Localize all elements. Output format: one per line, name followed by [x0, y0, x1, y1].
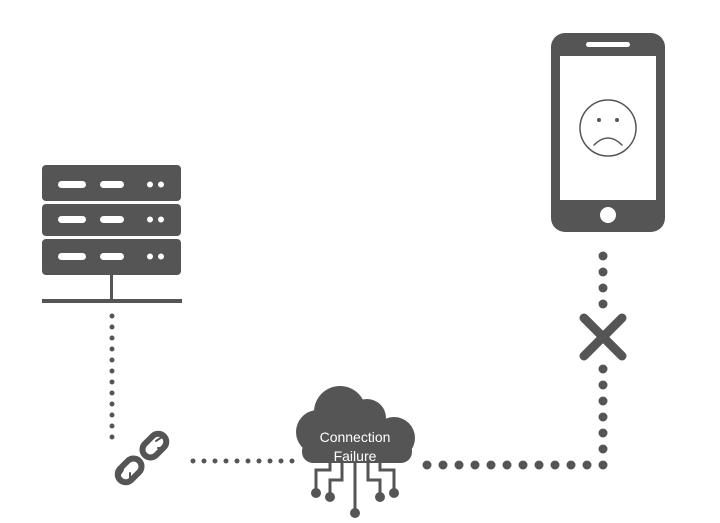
broken-link-icon [114, 430, 170, 486]
link-break-sparks [118, 436, 166, 480]
cloud-icon: Connection Failure [296, 386, 415, 518]
cloud-connector-nodes [311, 488, 399, 518]
server-base-line [42, 299, 182, 303]
dotted-line-cloud-to-phone [422, 251, 608, 470]
smartphone-icon [551, 33, 665, 232]
close-icon [579, 313, 627, 361]
cloud-label-line2: Failure [334, 448, 377, 464]
phone-home-button [600, 207, 616, 223]
server-stem [110, 275, 113, 301]
dotted-line-link-to-cloud [190, 458, 295, 464]
phone-screen [560, 56, 656, 200]
server-icon [42, 165, 182, 303]
server-indicators [58, 181, 164, 260]
cloud-connectors [314, 462, 396, 510]
phone-speaker [586, 42, 630, 47]
dotted-line-server [109, 313, 115, 440]
sad-face-icon [579, 99, 637, 157]
cloud-label-line1: Connection [320, 429, 391, 445]
